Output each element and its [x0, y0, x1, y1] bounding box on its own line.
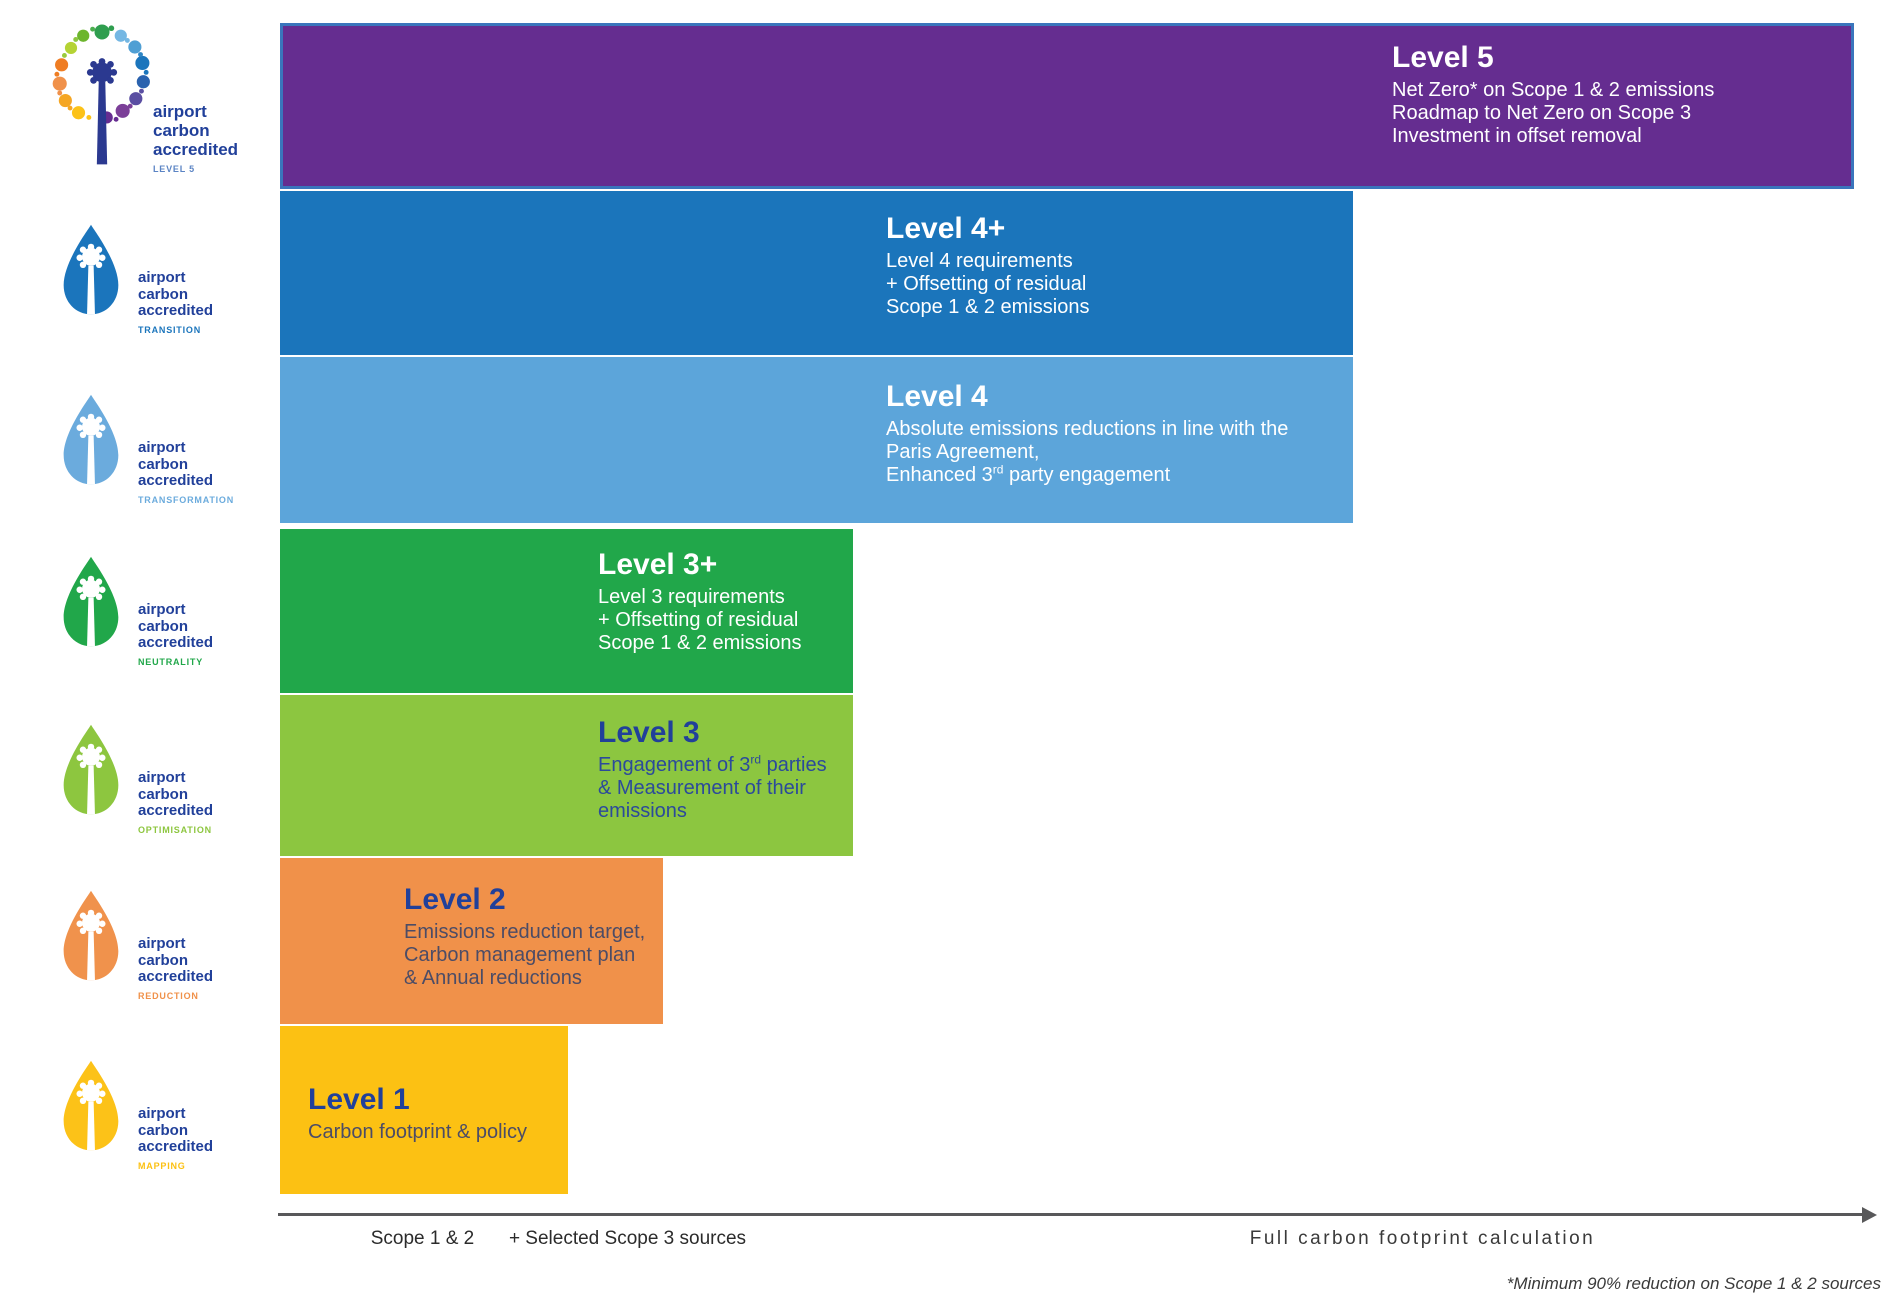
x-axis-line	[278, 1213, 1864, 1216]
brand-line: accredited	[138, 968, 214, 985]
logo-transformation-text: airport carbon accredited TRANSFORMATION	[138, 439, 235, 505]
axis-label-scope3: + Selected Scope 3 sources	[508, 1228, 747, 1249]
brand-line: airport	[138, 269, 186, 286]
brand-line: airport	[153, 102, 207, 121]
logo-neutrality-text: airport carbon accredited NEUTRALITY	[138, 601, 214, 667]
logo-caption: TRANSFORMATION	[138, 494, 235, 505]
brand-line: airport	[138, 1105, 186, 1122]
aca-drop-icon-mapping	[58, 1058, 124, 1154]
brand-line: carbon	[153, 121, 210, 140]
level2-line: Carbon management plan	[404, 944, 636, 966]
level2-line: & Annual reductions	[404, 967, 582, 989]
level5-line: Investment in offset removal	[1392, 125, 1642, 147]
level4plus-title: Level 4+	[886, 212, 1006, 245]
level4plus-line: + Offsetting of residual	[886, 273, 1087, 295]
level4plus-bar: Level 4+ Level 4 requirements + Offsetti…	[280, 191, 1353, 355]
axis-label-scope12: Scope 1 & 2	[370, 1228, 475, 1249]
level3-title: Level 3	[598, 716, 700, 749]
level4plus-line: Level 4 requirements	[886, 250, 1073, 272]
level3plus-title: Level 3+	[598, 548, 718, 581]
logo-reduction-text: airport carbon accredited REDUCTION	[138, 935, 214, 1001]
logo-transition-text: airport carbon accredited TRANSITION	[138, 269, 214, 335]
level3plus-line: + Offsetting of residual	[598, 609, 799, 631]
brand-line: accredited	[138, 802, 214, 819]
logo-level5-text: airport carbon accredited LEVEL 5	[153, 102, 238, 174]
level2-line: Emissions reduction target,	[404, 921, 646, 943]
x-axis-arrowhead-icon	[1862, 1206, 1877, 1223]
level4-line: Enhanced 3rd party engagement	[886, 462, 1171, 486]
level1-bar: Level 1 Carbon footprint & policy	[280, 1026, 568, 1194]
logo-optimisation: airport carbon accredited OPTIMISATION	[58, 722, 278, 835]
level3plus-bar: Level 3+ Level 3 requirements + Offsetti…	[280, 529, 853, 693]
logo-neutrality: airport carbon accredited NEUTRALITY	[58, 554, 278, 667]
aca-drop-icon-neutrality	[58, 554, 124, 650]
brand-line: carbon	[138, 617, 189, 635]
logo-mapping: airport carbon accredited MAPPING	[58, 1058, 278, 1171]
logo-transition: airport carbon accredited TRANSITION	[58, 222, 278, 335]
logo-level5: airport carbon accredited LEVEL 5	[22, 16, 282, 176]
brand-line: airport	[138, 439, 186, 456]
level5-title: Level 5	[1392, 41, 1494, 74]
aca-drop-icon-transformation	[58, 392, 124, 488]
level2-bar: Level 2 Emissions reduction target, Carb…	[280, 858, 663, 1024]
logo-mapping-text: airport carbon accredited MAPPING	[138, 1105, 214, 1171]
brand-line: accredited	[153, 140, 239, 159]
level4-bar: Level 4 Absolute emissions reductions in…	[280, 357, 1353, 523]
level5-line: Net Zero* on Scope 1 & 2 emissions	[1392, 79, 1715, 101]
logo-caption: MAPPING	[138, 1160, 186, 1171]
level3-line: emissions	[598, 800, 687, 822]
brand-line: accredited	[138, 1138, 214, 1155]
brand-line: accredited	[138, 302, 214, 319]
brand-line: airport	[138, 935, 186, 952]
footnote: *Minimum 90% reduction on Scope 1 & 2 so…	[1506, 1274, 1881, 1293]
brand-line: carbon	[138, 1121, 189, 1139]
logo-caption: REDUCTION	[138, 990, 199, 1001]
level2-title: Level 2	[404, 883, 506, 916]
level3-line: & Measurement of their	[598, 777, 806, 799]
level4-title: Level 4	[886, 380, 988, 413]
brand-line: carbon	[138, 785, 189, 803]
aca-drop-icon-transition	[58, 222, 124, 318]
brand-line: airport	[138, 769, 186, 786]
level4plus-line: Scope 1 & 2 emissions	[886, 296, 1090, 318]
logo-caption: TRANSITION	[138, 324, 201, 335]
brand-line: airport	[138, 601, 186, 618]
logo-optimisation-text: airport carbon accredited OPTIMISATION	[138, 769, 214, 835]
level3plus-line: Level 3 requirements	[598, 586, 785, 608]
logo-reduction: airport carbon accredited REDUCTION	[58, 888, 278, 1001]
logo-caption: OPTIMISATION	[138, 824, 212, 835]
brand-line: carbon	[138, 285, 189, 303]
aca-drop-icon-reduction	[58, 888, 124, 984]
logo-caption: LEVEL 5	[153, 164, 195, 174]
aca-drop-icon-optimisation	[58, 722, 124, 818]
brand-line: accredited	[138, 472, 214, 489]
level5-line: Roadmap to Net Zero on Scope 3	[1392, 102, 1692, 124]
level1-line: Carbon footprint & policy	[308, 1121, 528, 1143]
level4-line: Paris Agreement,	[886, 441, 1040, 463]
brand-line: accredited	[138, 634, 214, 651]
brand-line: carbon	[138, 455, 189, 473]
logo-transformation: airport carbon accredited TRANSFORMATION	[58, 392, 278, 505]
axis-label-full-footprint: Full carbon footprint calculation	[1249, 1228, 1596, 1249]
level3-bar: Level 3 Engagement of 3rd parties & Meas…	[280, 695, 853, 856]
level5-bar: Level 5 Net Zero* on Scope 1 & 2 emissio…	[280, 23, 1854, 189]
level4-line: Absolute emissions reductions in line wi…	[886, 418, 1289, 440]
level1-title: Level 1	[308, 1083, 410, 1116]
brand-line: carbon	[138, 951, 189, 969]
level3-line: Engagement of 3rd parties	[598, 752, 827, 776]
level3plus-line: Scope 1 & 2 emissions	[598, 632, 802, 654]
logo-caption: NEUTRALITY	[138, 656, 203, 667]
